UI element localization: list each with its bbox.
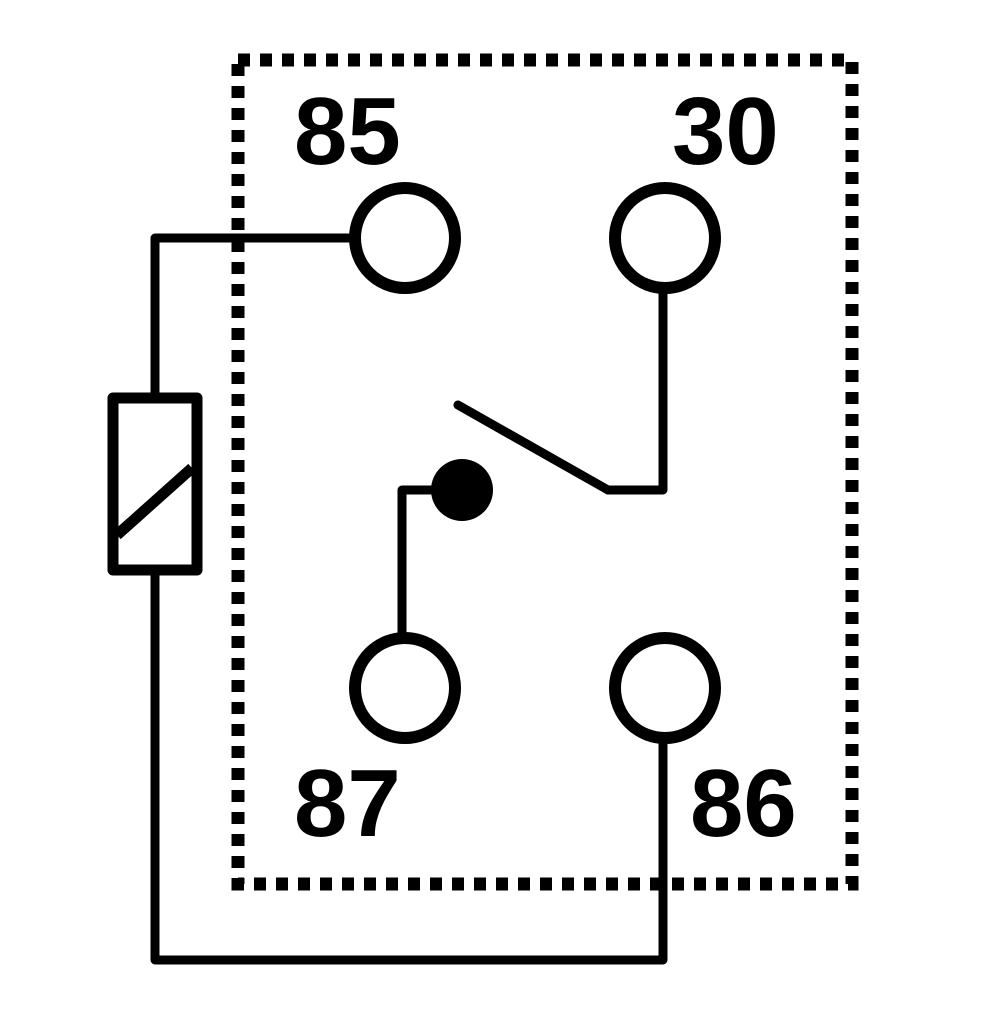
- pin-85-terminal: [349, 182, 461, 294]
- wire-pin85-to-coil: [150, 233, 357, 403]
- wire-contact-to-pin87: [397, 485, 445, 638]
- wire-coil-to-pin86: [150, 565, 668, 965]
- pin-86-terminal: [609, 632, 721, 744]
- pin-87-terminal: [349, 632, 461, 744]
- relay-coil: [107, 392, 203, 576]
- relay-coil-slash: [113, 463, 196, 540]
- pin-87-label: 87: [294, 750, 401, 857]
- wire-pin30-to-switch: [603, 287, 668, 495]
- pin-30-label: 30: [672, 78, 779, 185]
- switch-contact-dot: [431, 459, 493, 521]
- switch-arm: [453, 400, 613, 495]
- pin-30-terminal: [609, 182, 721, 294]
- relay-housing-border: [231, 53, 859, 891]
- pin-85-label: 85: [294, 78, 401, 185]
- pin-86-label: 86: [690, 750, 797, 857]
